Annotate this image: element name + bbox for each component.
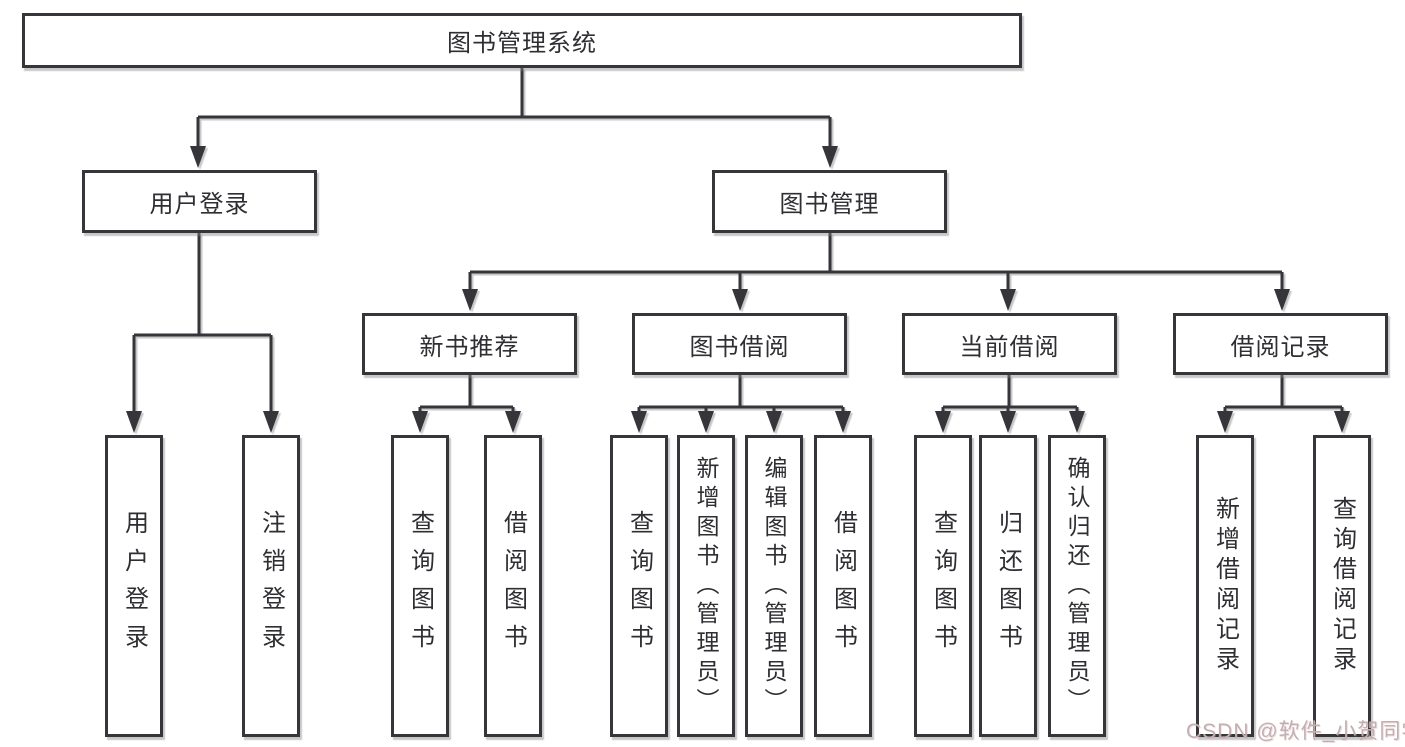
leaf-label: 查询图书 (406, 510, 434, 662)
leaf-add-borrow-record: 新增借阅记录 (1196, 435, 1254, 737)
leaf-label: 注销登录 (257, 510, 285, 662)
connector-borrow-record (1223, 375, 1344, 424)
node-label: 图书管理 (779, 191, 880, 218)
node-label: 用户登录 (149, 191, 250, 218)
leaf-label: 归还图书 (994, 510, 1022, 662)
leaf-label: 新增图书（管理员） (693, 455, 719, 717)
node-label: 借阅记录 (1230, 333, 1331, 361)
node-label: 当前借阅 (959, 333, 1060, 361)
node-book-management: 图书管理 (712, 170, 947, 233)
connector-root (196, 68, 832, 158)
leaf-label: 借阅图书 (499, 510, 527, 662)
leaf-confirm-return-admin: 确认归还（管理员） (1048, 435, 1106, 737)
leaf-user-login: 用户登录 (105, 435, 163, 737)
leaf-label: 用户登录 (120, 510, 148, 662)
node-borrow-record: 借阅记录 (1173, 313, 1388, 375)
leaf-label: 查询图书 (929, 510, 957, 662)
leaf-query-books-current: 查询图书 (914, 435, 972, 737)
node-book-borrow: 图书借阅 (632, 313, 847, 375)
node-label: 新书推荐 (419, 333, 520, 361)
node-current-borrow: 当前借阅 (902, 313, 1117, 375)
leaf-borrow-books: 借阅图书 (814, 435, 872, 737)
leaf-label: 查询借阅记录 (1328, 496, 1356, 676)
connector-new-book-recommend (418, 375, 515, 424)
node-label: 图书管理系统 (447, 30, 597, 57)
leaf-label: 确认归还（管理员） (1064, 455, 1090, 717)
node-root-system: 图书管理系统 (22, 13, 1022, 68)
node-user-login: 用户登录 (82, 170, 317, 233)
connector-user-login (132, 233, 273, 424)
csdn-watermark: CSDN @软件_小贺同学 (1186, 720, 1405, 743)
leaf-query-books-borrow: 查询图书 (610, 435, 668, 737)
connector-book-borrow (637, 375, 845, 424)
leaf-query-books-recommend: 查询图书 (391, 435, 449, 737)
node-label: 图书借阅 (689, 333, 790, 361)
leaf-label: 编辑图书（管理员） (761, 455, 787, 717)
arrowheads (126, 146, 1350, 433)
node-new-book-recommend: 新书推荐 (362, 313, 577, 375)
leaf-return-books: 归还图书 (979, 435, 1037, 737)
leaf-logout: 注销登录 (242, 435, 300, 737)
leaf-label: 查询图书 (625, 510, 653, 662)
leaf-edit-books-admin: 编辑图书（管理员） (745, 435, 803, 737)
leaf-label: 新增借阅记录 (1211, 496, 1239, 676)
leaf-borrow-books-recommend: 借阅图书 (484, 435, 542, 737)
leaf-label: 借阅图书 (829, 510, 857, 662)
connector-book-management (468, 233, 1284, 302)
leaf-query-borrow-record: 查询借阅记录 (1313, 435, 1371, 737)
leaf-add-books-admin: 新增图书（管理员） (677, 435, 735, 737)
